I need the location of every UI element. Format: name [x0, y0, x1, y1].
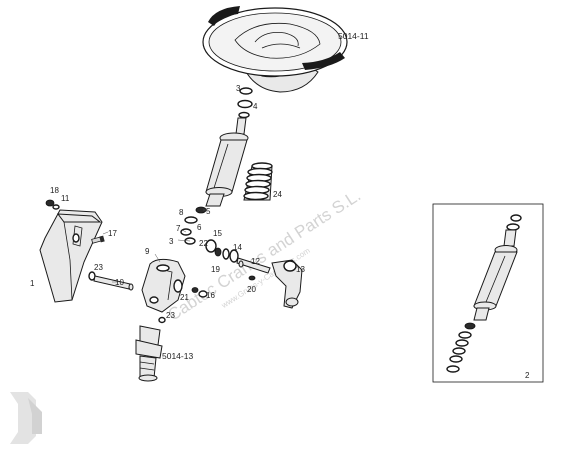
callout-13: 13: [296, 265, 305, 274]
callout-11: 11: [61, 194, 70, 203]
callout-3b: 3: [169, 237, 174, 246]
callout-1: 1: [30, 279, 35, 288]
watermark-line1: Cabtec Cranes and Parts S.L.: [164, 186, 364, 325]
callout-10: 10: [115, 278, 124, 287]
callout-5: 5: [206, 207, 211, 216]
column-bottom-rings: [180, 206, 207, 245]
callout-6: 6: [197, 223, 202, 232]
bolt: [91, 235, 105, 244]
callout-22: 22: [199, 239, 208, 248]
steering-wheel: [202, 6, 348, 93]
ref-steering-wheel: 5014-11: [338, 31, 369, 41]
callout-23b: 23: [166, 311, 175, 320]
callout-23a: 23: [94, 263, 103, 272]
shaft-parts: [158, 239, 271, 324]
inset-panel: [432, 203, 544, 383]
callout-17: 17: [108, 229, 117, 238]
callout-24: 24: [273, 190, 282, 199]
callout-18: 18: [50, 186, 59, 195]
watermark: Cabtec Cranes and Parts S.L. www.Gruas-y…: [164, 186, 364, 325]
callout-14: 14: [233, 243, 242, 252]
callout-12: 12: [251, 257, 260, 266]
column-top-rings: [237, 87, 253, 119]
callout-20: 20: [247, 285, 256, 294]
company-logo-icon: [10, 392, 42, 444]
steering-column: [205, 117, 249, 207]
callout-16: 16: [206, 291, 215, 300]
steering-box-housing: [141, 258, 186, 313]
column-bracket: [39, 199, 103, 303]
long-pin: [88, 271, 134, 291]
callout-7: 7: [176, 224, 181, 233]
callout-15: 15: [213, 229, 222, 238]
callout-9: 9: [145, 247, 150, 256]
callout-8: 8: [179, 208, 184, 217]
callout-19: 19: [211, 265, 220, 274]
universal-joint: [135, 325, 163, 382]
ref-universal-joint: 5014-13: [162, 351, 193, 361]
callout-21: 21: [180, 293, 189, 302]
callout-4: 4: [253, 102, 258, 111]
rubber-bellows: [243, 162, 273, 201]
pitman-arm: [271, 259, 303, 309]
callout-2: 2: [525, 371, 530, 380]
callout-3a: 3: [236, 84, 241, 93]
leader-lines: [102, 209, 207, 283]
